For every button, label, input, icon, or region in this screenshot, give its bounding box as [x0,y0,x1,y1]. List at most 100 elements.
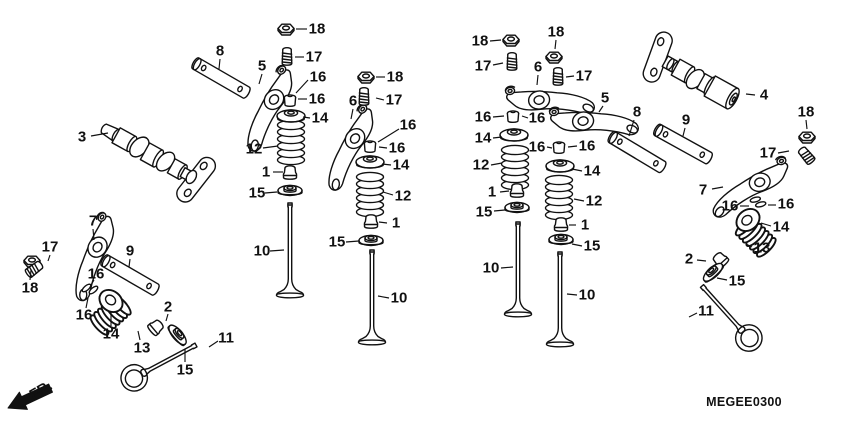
part14-spring-retainer [545,159,575,173]
part1-stem-seal [553,217,569,232]
part2-stem-seal [145,317,167,338]
part-number-label: 16 [310,69,327,86]
part-number-label: 15 [729,273,746,290]
callout-part-16: 16 [377,117,416,143]
leader-line [688,312,698,318]
leader-line [382,191,394,196]
leader-line [208,340,219,348]
part14-spring-retainer [276,109,306,123]
part15-spring-seat [504,201,530,214]
part-number-label: 18 [309,21,326,38]
callout-part-11: 11 [688,303,714,320]
callout-part-15: 15 [571,238,600,255]
callout-part-18: 18 [296,21,325,38]
part16-valve-cotter [506,110,520,124]
part-number-label: 14 [475,130,492,147]
part-number-label: 12 [246,141,263,158]
part-number-label: 18 [22,280,39,297]
leader-line [682,127,686,137]
part-number-label: 1 [392,215,400,232]
part15-spring-seat [165,321,190,348]
part-number-label: 4 [760,87,769,104]
fr-direction-marker: FR. [7,378,55,410]
leader-line [47,254,51,262]
part12-valve-spring [276,119,306,166]
leader-line [375,97,385,101]
leader-line [571,243,583,247]
leader-line [90,132,109,137]
part-number-label: 13 [754,240,771,257]
callout-part-1: 1 [569,217,589,234]
part12-valve-spring [355,171,385,218]
part17-adjusting-screw [281,47,293,66]
callout-part-9: 9 [126,243,134,268]
leader-line [350,108,354,120]
part-number-label: 5 [601,90,609,107]
part18-lock-nut [545,51,563,64]
callout-part-12: 12 [382,188,411,205]
part-number-label: 2 [164,299,172,316]
leader-line [345,240,360,243]
leader-line [777,150,790,154]
part18-lock-nut [798,131,816,144]
callout-part-16: 16 [521,110,545,127]
part-number-label: 1 [488,184,496,201]
part17-adjusting-screw [506,52,518,71]
part-number-label: 16 [88,266,105,283]
callout-part-15: 15 [716,273,746,290]
callout-part-10: 10 [254,243,285,260]
callout-part-15: 15 [177,349,193,379]
leader-line [492,136,503,139]
callout-part-11: 11 [208,330,234,348]
callout-part-15: 15 [476,204,506,221]
part-number-label: 10 [483,260,500,277]
leader-line [90,279,95,286]
callout-part-2: 2 [164,299,172,322]
part1-stem-seal [509,183,525,198]
leader-line [262,145,279,149]
part8-rocker-arm-shaft [189,55,253,101]
callout-part-17: 17 [42,239,59,262]
callouts-layer: 3851817161614121151018176161614121151071… [22,21,815,379]
callout-part-18: 18 [472,33,502,50]
part18-lock-nut [357,71,375,84]
part-number-label: 17 [475,58,492,75]
part18-lock-nut [502,34,520,47]
part-number-label: 10 [391,290,408,307]
part-number-label: 17 [760,145,777,162]
part-number-label: 16 [722,198,739,215]
leader-line [377,295,390,299]
callout-part-16: 16 [475,109,505,126]
callout-part-18: 18 [22,269,39,297]
leader-line [565,75,575,78]
callout-part-12: 12 [246,141,279,158]
part-number-label: 14 [312,110,329,127]
part-number-label: 17 [42,239,59,256]
leader-line [381,163,392,166]
leader-line [745,243,753,248]
fr-arrow-icon [7,383,53,410]
part-number-label: 16 [579,138,596,155]
part-number-label: 11 [218,330,234,347]
callout-part-4: 4 [745,87,769,104]
leader-line [490,162,503,166]
part16-valve-cotter [363,140,377,154]
leader-line [499,190,510,193]
leader-line [165,313,169,322]
part12-valve-spring [544,174,574,221]
callout-part-2: 2 [685,251,707,268]
part18-lock-nut [277,23,295,36]
callout-part-17: 17 [565,68,592,85]
part10-valve [357,249,387,346]
leader-line [493,209,506,212]
leader-line [711,186,724,190]
leader-line [716,277,728,281]
callout-part-18: 18 [548,24,564,50]
part-number-label: 9 [682,112,690,129]
part-number-label: 16 [778,196,795,213]
callout-part-7: 7 [89,213,97,241]
callout-part-14: 14 [760,219,790,236]
callout-part-17: 17 [295,49,322,66]
leader-line [85,297,89,309]
